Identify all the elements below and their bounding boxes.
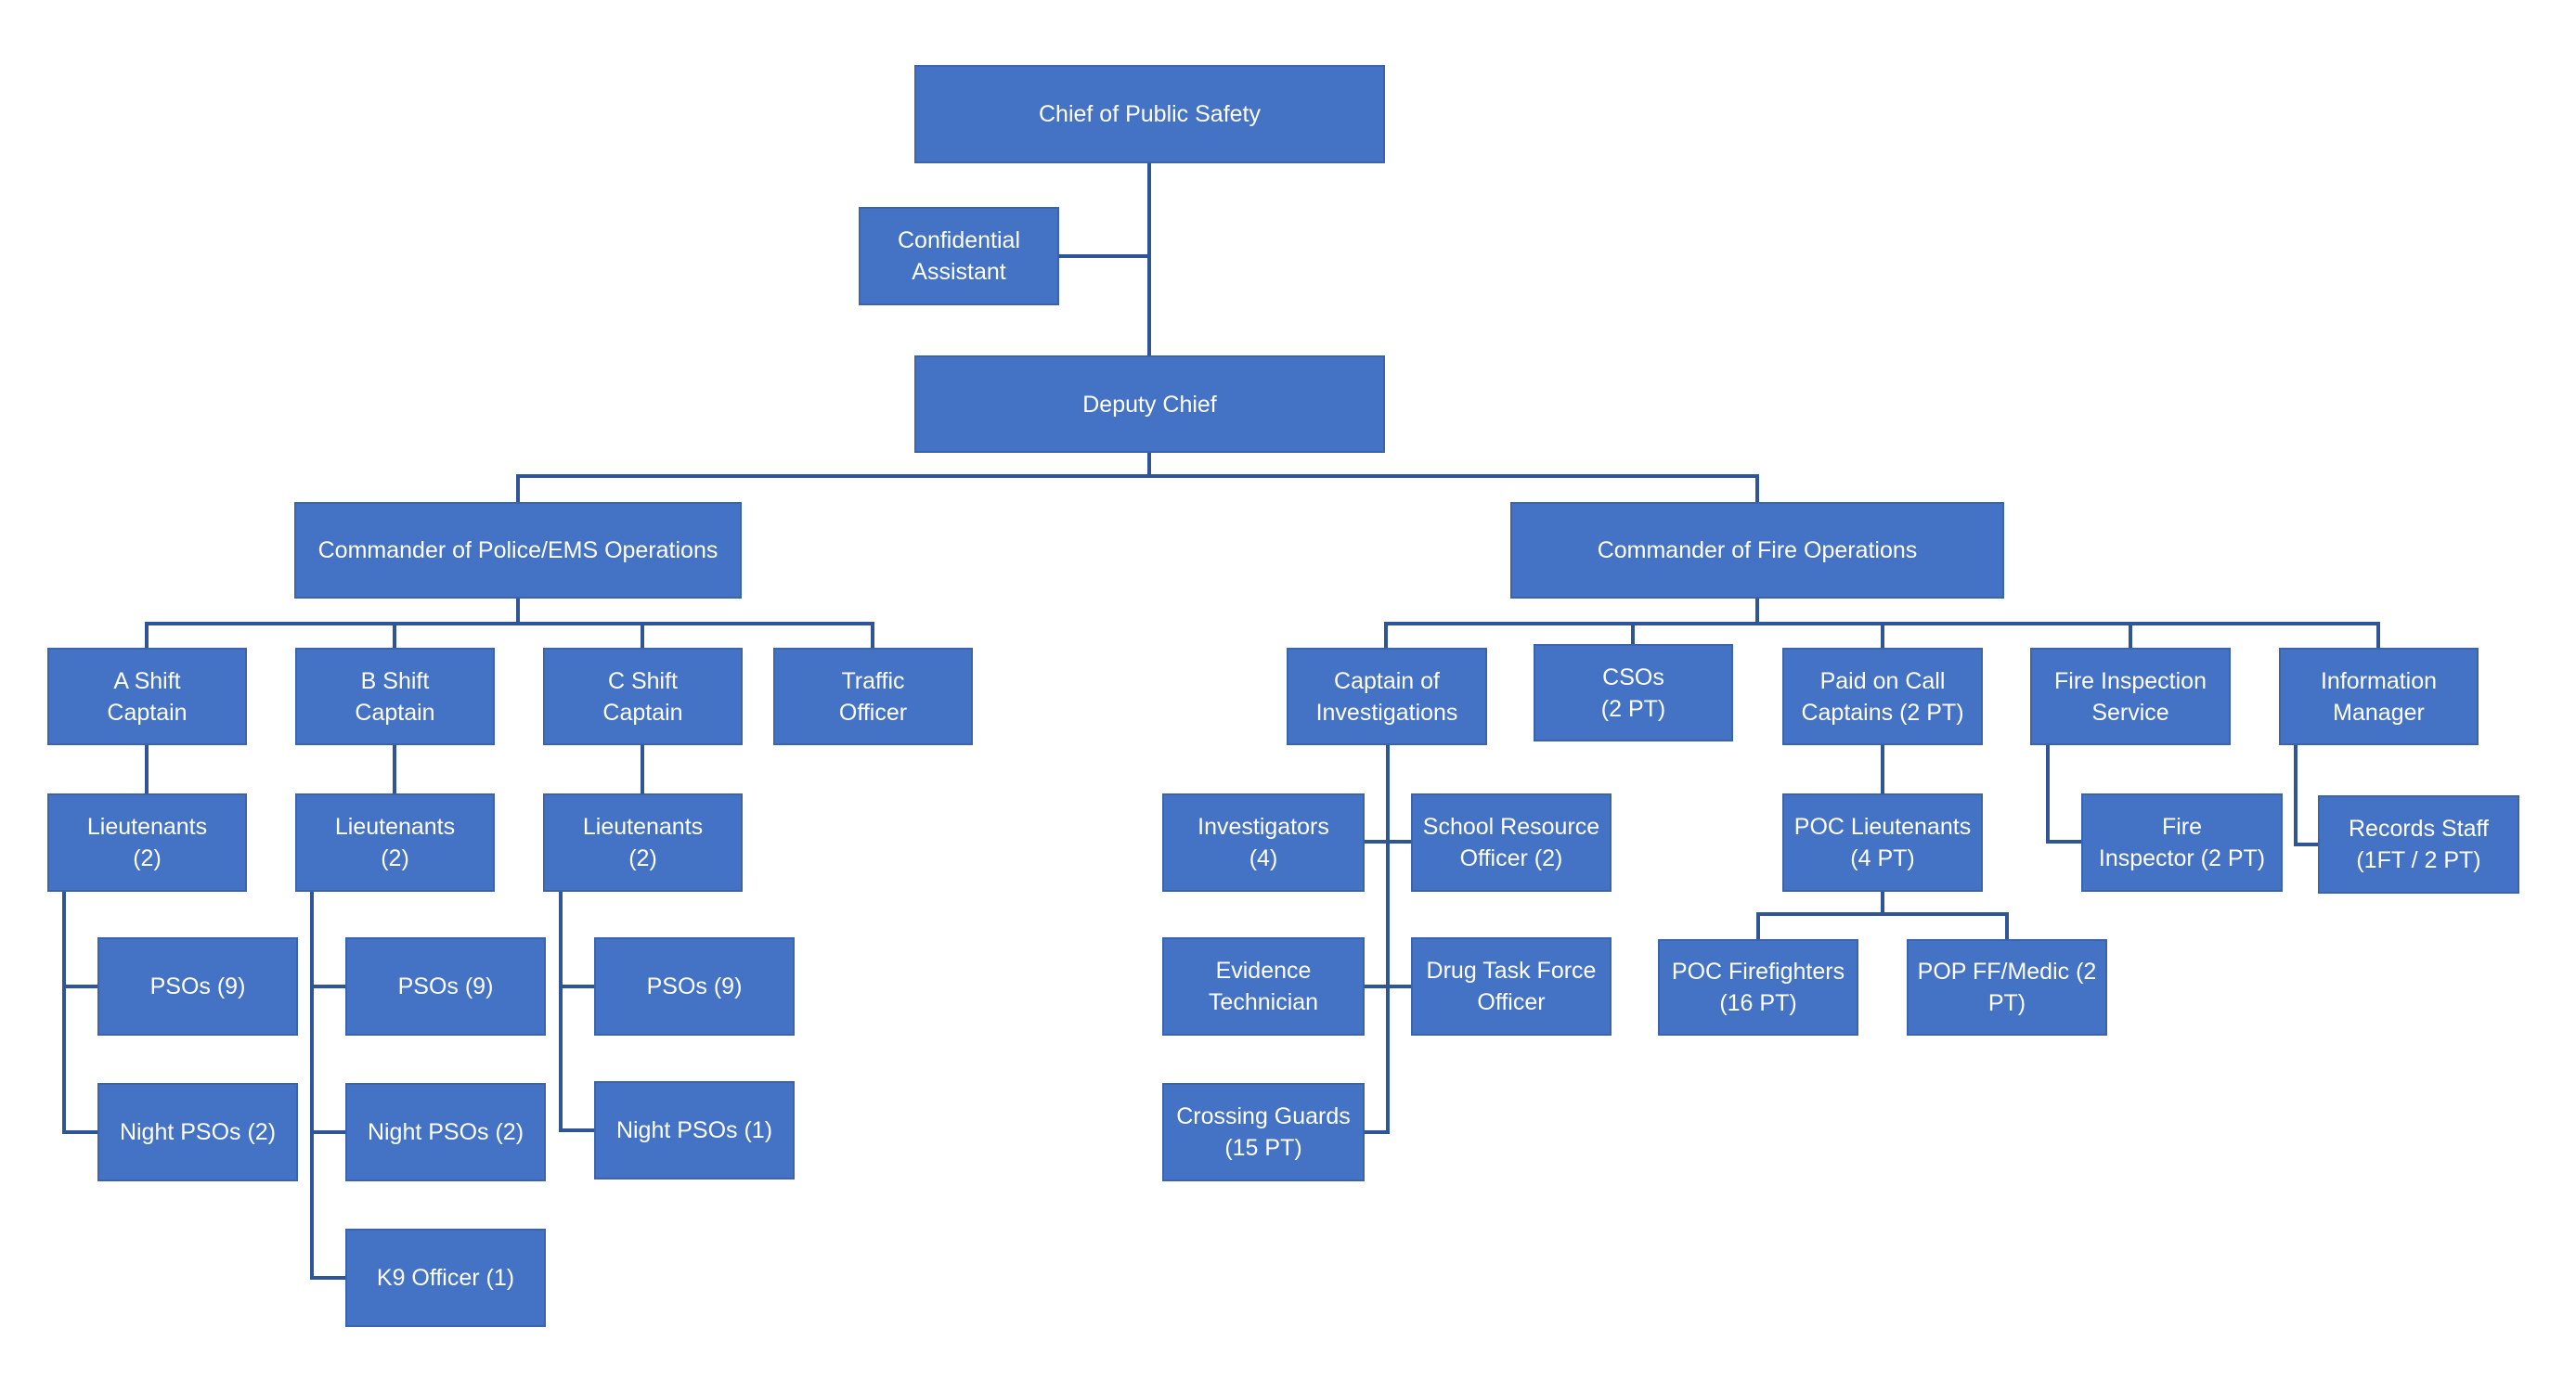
- b-k9-officer-box: K9 Officer (1): [345, 1229, 546, 1327]
- a-psos-box: PSOs (9): [97, 937, 298, 1036]
- c-shift-captain-box: C Shift Captain: [543, 648, 743, 745]
- b-night-psos-box: Night PSOs (2): [345, 1083, 546, 1181]
- commander-fire-box: Commander of Fire Operations: [1510, 502, 2004, 599]
- a-lieutenants-box: Lieutenants (2): [47, 793, 247, 892]
- deputy-chief-box: Deputy Chief: [914, 355, 1385, 453]
- school-resource-officer-box: School Resource Officer (2): [1411, 793, 1612, 892]
- b-lieutenants-box: Lieutenants (2): [295, 793, 495, 892]
- evidence-technician-box: Evidence Technician: [1162, 937, 1365, 1036]
- information-manager-box: Information Manager: [2279, 648, 2479, 745]
- b-psos-box: PSOs (9): [345, 937, 546, 1036]
- chief-of-public-safety-box: Chief of Public Safety: [914, 65, 1385, 163]
- commander-police-ems-box: Commander of Police/EMS Operations: [294, 502, 742, 599]
- pop-ff-medic-box: POP FF/Medic (2 PT): [1907, 939, 2107, 1036]
- a-night-psos-box: Night PSOs (2): [97, 1083, 298, 1181]
- c-lieutenants-box: Lieutenants (2): [543, 793, 743, 892]
- crossing-guards-box: Crossing Guards (15 PT): [1162, 1083, 1365, 1181]
- fire-inspection-service-box: Fire Inspection Service: [2030, 648, 2231, 745]
- drug-task-force-officer-box: Drug Task Force Officer: [1411, 937, 1612, 1036]
- b-shift-captain-box: B Shift Captain: [295, 648, 495, 745]
- fire-inspector-box: Fire Inspector (2 PT): [2081, 793, 2283, 892]
- a-shift-captain-box: A Shift Captain: [47, 648, 247, 745]
- captain-of-investigations-box: Captain of Investigations: [1287, 648, 1487, 745]
- c-night-psos-box: Night PSOs (1): [594, 1081, 795, 1179]
- poc-firefighters-box: POC Firefighters (16 PT): [1658, 939, 1858, 1036]
- csos-box: CSOs (2 PT): [1534, 644, 1733, 741]
- c-psos-box: PSOs (9): [594, 937, 795, 1036]
- records-staff-box: Records Staff (1FT / 2 PT): [2318, 795, 2519, 894]
- traffic-officer-box: Traffic Officer: [773, 648, 973, 745]
- investigators-box: Investigators (4): [1162, 793, 1365, 892]
- confidential-assistant-box: Confidential Assistant: [859, 207, 1059, 305]
- poc-lieutenants-box: POC Lieutenants (4 PT): [1782, 793, 1983, 892]
- paid-on-call-captains-box: Paid on Call Captains (2 PT): [1782, 648, 1983, 745]
